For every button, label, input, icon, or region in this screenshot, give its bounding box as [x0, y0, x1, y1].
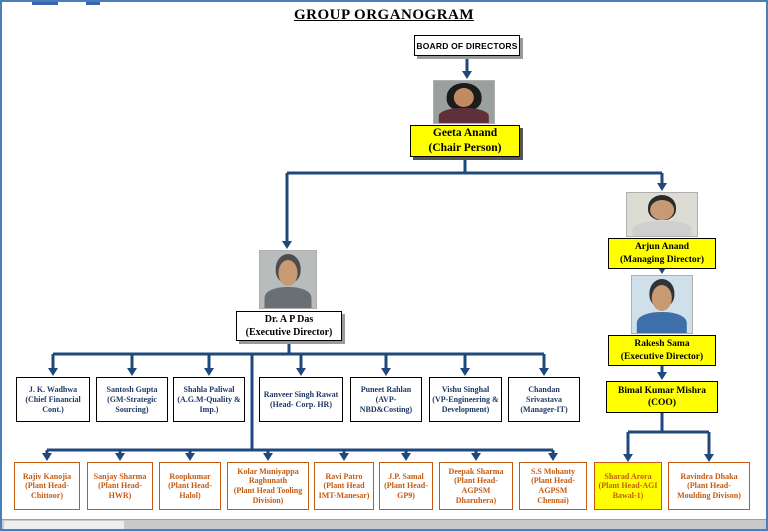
person-name: Kolar Muniyappa Raghunath [237, 466, 299, 486]
geeta-anand-photo [433, 80, 495, 124]
org-node-deepak-sharma: Deepak Sharma (Plant Head-AGPSM Dharuher… [439, 462, 513, 510]
person-name: Deepak Sharma [448, 466, 504, 476]
person-name: Rajiv Kanojia [22, 471, 72, 481]
person-role: (Manager-IT) [520, 404, 568, 414]
person-name: J. K. Wadhwa [28, 384, 78, 394]
board-of-directors-box: BOARD OF DIRECTORS [414, 35, 520, 56]
org-node-ss-mohanty: S.S Mohanty (Plant Head-AGPSM Chennai) [519, 462, 587, 510]
person-role: (VP-Engineering & Development) [432, 394, 499, 414]
person-role: (AVP-NBD&Costing) [359, 394, 413, 414]
person-role: (COO) [648, 398, 676, 408]
scrollbar-thumb[interactable] [4, 521, 124, 529]
person-role: (A.G.M-Quality & Imp.) [177, 394, 241, 414]
org-node-ravindra-dhaka: Ravindra Dhaka (Plant Head-Moulding Divi… [668, 462, 750, 510]
page-title: GROUP ORGANOGRAM [293, 7, 475, 23]
rakesh-sama-photo [631, 275, 693, 334]
person-role: (Plant Head-Chittoor) [25, 481, 69, 500]
person-role: (Plant Head-Moulding Divison) [677, 481, 741, 500]
person-name: Bimal Kumar Mishra [618, 385, 706, 396]
person-name: Ravi Patro [325, 471, 363, 481]
org-node-ravi-patro: Ravi Patro (Plant Head IMT-Manesar) [314, 462, 374, 510]
person-name: Dr. A P Das [264, 314, 314, 325]
org-node-shahla-paliwal: Shahla Paliwal (A.G.M-Quality & Imp.) [173, 377, 245, 422]
person-role: (Managing Director) [620, 254, 704, 265]
arjun-anand-photo [626, 192, 698, 237]
person-role: (Plant Head-AGPSM Dharuhera) [454, 476, 498, 505]
chair-person-box: Geeta Anand (Chair Person) [410, 125, 520, 157]
person-role: (Head- Corp. HR) [270, 399, 332, 409]
person-name: Rakesh Sama [634, 339, 690, 350]
person-role: (Plant Head Tooling Division) [233, 486, 303, 505]
person-role: (Chief Financial Cont.) [25, 394, 81, 414]
org-node-rajiv-kanojia: Rajiv Kanojia (Plant Head-Chittoor) [14, 462, 80, 510]
org-node-vishu-singhal: Vishu Singhal (VP-Engineering & Developm… [429, 377, 502, 422]
person-name: Vishu Singhal [441, 384, 490, 394]
person-role: (Plant Head IMT-Manesar) [318, 481, 370, 500]
person-role: (Plant Head-Halol) [168, 481, 212, 500]
org-node-sanjay-sharma: Sanjay Sharma (Plant Head-HWR) [87, 462, 153, 510]
org-node-chandan-srivastava: Chandan Srivastava (Manager-IT) [508, 377, 580, 422]
person-role: (Executive Director) [620, 351, 704, 362]
person-name: Sharad Arora [604, 471, 652, 481]
organogram-chart: GROUP ORGANOGRAM BOARD OF DIRECTORS Geet… [2, 2, 766, 519]
executive-director-right-box: Rakesh Sama (Executive Director) [608, 335, 716, 366]
managing-director-box: Arjun Anand (Managing Director) [608, 238, 716, 269]
person-name: Ravindra Dhaka [680, 471, 738, 481]
executive-director-left-box: Dr. A P Das (Executive Director) [236, 311, 342, 341]
artifact-mark [86, 2, 100, 5]
person-name: Arjun Anand [634, 242, 690, 253]
person-role: (Plant Head-HWR) [98, 481, 142, 500]
org-node-puneet-rahlan: Puneet Rahlan (AVP-NBD&Costing) [350, 377, 422, 422]
org-node-jk-wadhwa: J. K. Wadhwa (Chief Financial Cont.) [16, 377, 90, 422]
person-name: Sanjay Sharma [93, 471, 147, 481]
person-name: Ranveer Singh Rawat [263, 389, 339, 399]
person-name: Roopkumar [169, 471, 211, 481]
person-role: (Executive Director) [245, 327, 333, 338]
artifact-mark [32, 2, 58, 5]
person-name: Geeta Anand [432, 127, 498, 140]
person-role: (Plant Head-AGPSM Chennai) [531, 476, 575, 505]
org-node-roopkumar: Roopkumar (Plant Head-Halol) [159, 462, 221, 510]
person-name: Chandan Srivastava [526, 384, 562, 404]
person-role: (GM-Strategic Sourcing) [107, 394, 157, 414]
horizontal-scrollbar[interactable] [2, 519, 766, 529]
person-name: Shahla Paliwal [183, 384, 235, 394]
coo-box: Bimal Kumar Mishra (COO) [606, 381, 718, 413]
ap-das-photo [259, 250, 317, 309]
board-label: BOARD OF DIRECTORS [416, 40, 518, 51]
person-name: Santosh Gupta [106, 384, 158, 394]
org-node-ranveer-singh-rawat: Ranveer Singh Rawat (Head- Corp. HR) [259, 377, 343, 422]
org-node-jp-samal: J.P. Samal (Plant Head-GP9) [379, 462, 433, 510]
person-role: (Plant Head-GP9) [384, 481, 428, 500]
person-name: Puneet Rahlan [360, 384, 412, 394]
person-name: S.S Mohanty [530, 466, 575, 476]
org-node-kolar-muniyappa-raghunath: Kolar Muniyappa Raghunath (Plant Head To… [227, 462, 309, 510]
person-name: J.P. Samal [388, 471, 424, 481]
org-node-santosh-gupta: Santosh Gupta (GM-Strategic Sourcing) [96, 377, 168, 422]
person-role: (Chair Person) [428, 142, 502, 154]
person-role: (Plant Head-AGI Bawal-1) [598, 481, 658, 500]
org-node-sharad-arora: Sharad Arora (Plant Head-AGI Bawal-1) [594, 462, 662, 510]
